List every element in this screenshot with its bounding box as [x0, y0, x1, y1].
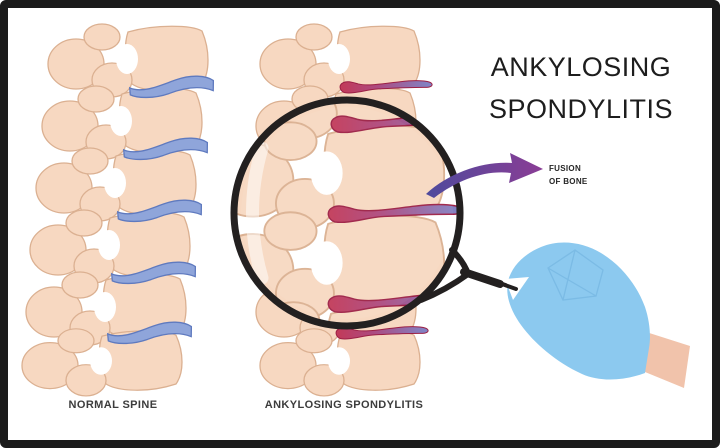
caption-normal-spine: NORMAL SPINE [68, 399, 158, 411]
magnifying-glass-icon [230, 96, 464, 330]
fusion-of-bone-label: FUSION OF BONE [549, 164, 588, 186]
handle-tip [500, 282, 518, 291]
title-line-1: ANKYLOSING [490, 52, 672, 82]
fusion-arrow-icon [426, 153, 543, 198]
glove-crease-sketch [547, 249, 604, 301]
caption-ankylosing-spondylitis: ANKYLOSING SPONDYLITIS [264, 399, 424, 411]
page-title: ANKYLOSING SPONDYLITIS [452, 46, 710, 130]
lens-glare [246, 141, 269, 285]
arm [643, 331, 690, 388]
title-line-2: SPONDYLITIS [488, 94, 674, 124]
gloved-hand-icon [500, 242, 650, 380]
magnifier-lens-content [237, 103, 457, 323]
normal-spine-illustration [22, 24, 214, 396]
